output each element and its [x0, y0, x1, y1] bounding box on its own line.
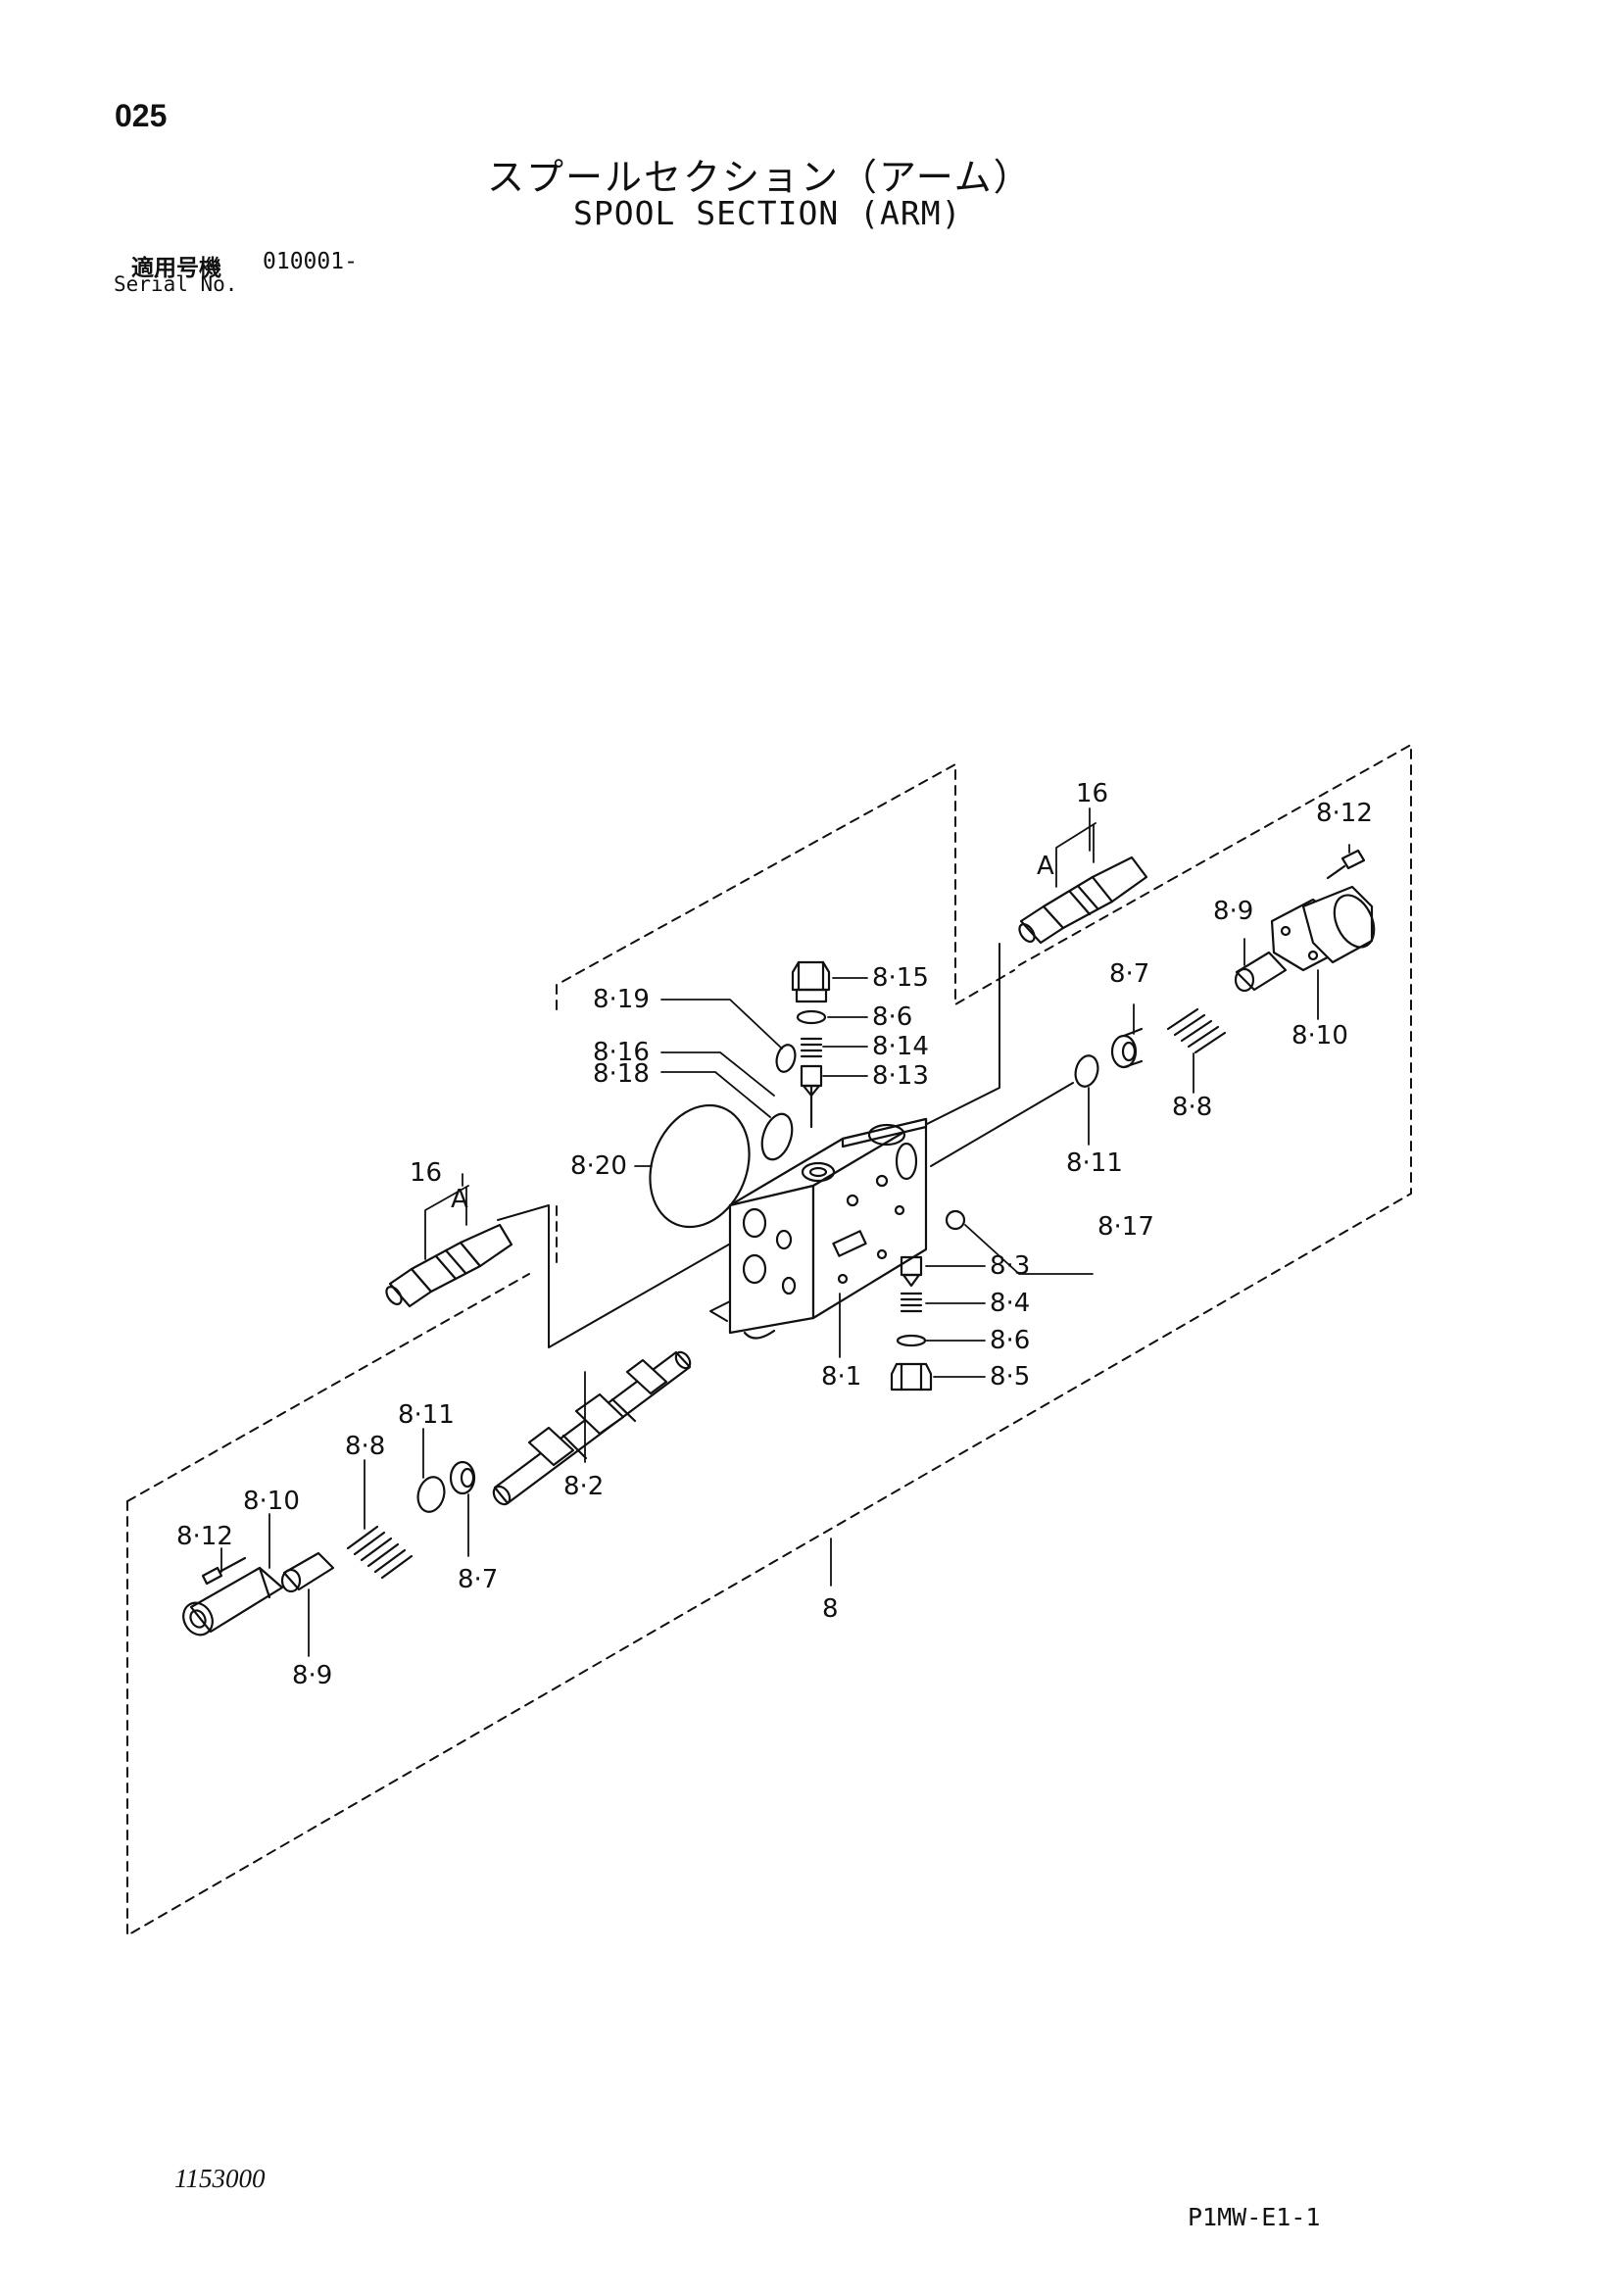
- o-ring-8-11-lower: [416, 1476, 446, 1513]
- label-8-9-lower: 8·9: [292, 1661, 332, 1690]
- label-8-7-upper: 8·7: [1109, 959, 1149, 989]
- spring-8-4: [900, 1292, 923, 1313]
- label-8-8-lower: 8·8: [345, 1432, 385, 1461]
- label-16-upper: 16: [1076, 779, 1108, 808]
- spring-seat-8-7-lower: [449, 1460, 476, 1495]
- relief-valve-16-upper-bracket: [1055, 822, 1096, 888]
- o-ring-8-6-upper: [796, 1009, 827, 1025]
- leader-lines: [220, 807, 1350, 1657]
- page-code: P1MW-E1-1: [1188, 2203, 1321, 2231]
- label-8-3: 8·3: [990, 1251, 1030, 1281]
- label-8-19: 8·19: [593, 985, 650, 1014]
- page-title-english: SPOOL SECTION (ARM): [573, 194, 962, 232]
- spring-8-8-upper: [1166, 1007, 1227, 1054]
- plug-8-5: [890, 1362, 933, 1392]
- label-16-left: 16: [410, 1158, 442, 1188]
- o-ring-8-6-lower: [896, 1334, 927, 1347]
- callout-labels: 16 A 8·12 8·9 8·7 8·10 8·8 8·11 8·15 8·6…: [176, 779, 1373, 1690]
- o-ring-8-18: [760, 1112, 794, 1161]
- o-ring-8-20: [649, 1103, 751, 1229]
- label-8-1: 8·1: [821, 1362, 861, 1392]
- poppet-8-13: [800, 1064, 823, 1129]
- assembly-boundary-outline: [126, 744, 1412, 1936]
- drawing-number: 1153000: [174, 2164, 266, 2193]
- spring-8-8-lower: [346, 1525, 414, 1580]
- label-8-13: 8·13: [872, 1061, 929, 1091]
- label-8-11-upper: 8·11: [1066, 1148, 1123, 1178]
- o-ring-8-11-upper: [1074, 1054, 1099, 1088]
- label-8-11-lower: 8·11: [398, 1400, 455, 1430]
- spring-seat-8-9-lower: [280, 1551, 335, 1593]
- o-ring-8-19: [775, 1044, 797, 1073]
- serial-number-value: 010001-: [263, 249, 358, 274]
- label-8-5: 8·5: [990, 1362, 1030, 1392]
- label-8-20: 8·20: [570, 1151, 627, 1181]
- label-8-2: 8·2: [563, 1472, 604, 1501]
- poppet-8-3: [900, 1255, 923, 1288]
- serial-label-english: Serial No.: [114, 272, 238, 296]
- label-8-10-lower: 8·10: [243, 1487, 300, 1516]
- label-8-15: 8·15: [872, 963, 929, 993]
- label-8-17: 8·17: [1097, 1212, 1154, 1242]
- label-8-16: 8·16: [593, 1038, 650, 1067]
- bolt-8-12-lower: [201, 1556, 247, 1586]
- label-a-upper: A: [1037, 852, 1054, 881]
- bolt-8-12-upper: [1326, 849, 1366, 880]
- cap-8-10-lower: [182, 1566, 284, 1637]
- label-8-14: 8·14: [872, 1032, 929, 1061]
- valve-body-8-1: [728, 1117, 928, 1340]
- label-8-12-upper: 8·12: [1316, 799, 1373, 828]
- plug-8-17: [945, 1209, 966, 1231]
- relief-valve-16-left-bracket: [424, 1185, 469, 1260]
- spring-8-14: [800, 1037, 823, 1058]
- cap-8-10-upper: [1270, 885, 1376, 972]
- label-8-9-upper: 8·9: [1213, 897, 1253, 926]
- page-number: 025: [115, 98, 168, 133]
- spring-seat-8-7-upper: [1110, 1027, 1144, 1069]
- label-8-6-upper: 8·6: [872, 1002, 912, 1032]
- relief-valve-16-upper: [1018, 855, 1148, 945]
- label-8-8-upper: 8·8: [1172, 1093, 1212, 1122]
- label-a-left: A: [451, 1185, 468, 1214]
- label-8-7-lower: 8·7: [458, 1565, 498, 1594]
- page-title-japanese: スプールセクション（アーム）: [487, 156, 1033, 199]
- label-8-12-lower: 8·12: [176, 1522, 233, 1551]
- label-8-10-upper: 8·10: [1291, 1021, 1348, 1050]
- spool-8-2: [492, 1350, 692, 1506]
- label-8: 8: [822, 1594, 839, 1624]
- serial-label-japanese: 適用号機: [131, 256, 221, 281]
- spring-seat-8-9-upper: [1234, 951, 1288, 993]
- label-8-6-lower: 8·6: [990, 1326, 1030, 1355]
- label-8-18: 8·18: [593, 1059, 650, 1089]
- relief-valve-16-left: [385, 1223, 513, 1308]
- plug-8-15: [791, 960, 831, 1003]
- label-8-4: 8·4: [990, 1289, 1030, 1318]
